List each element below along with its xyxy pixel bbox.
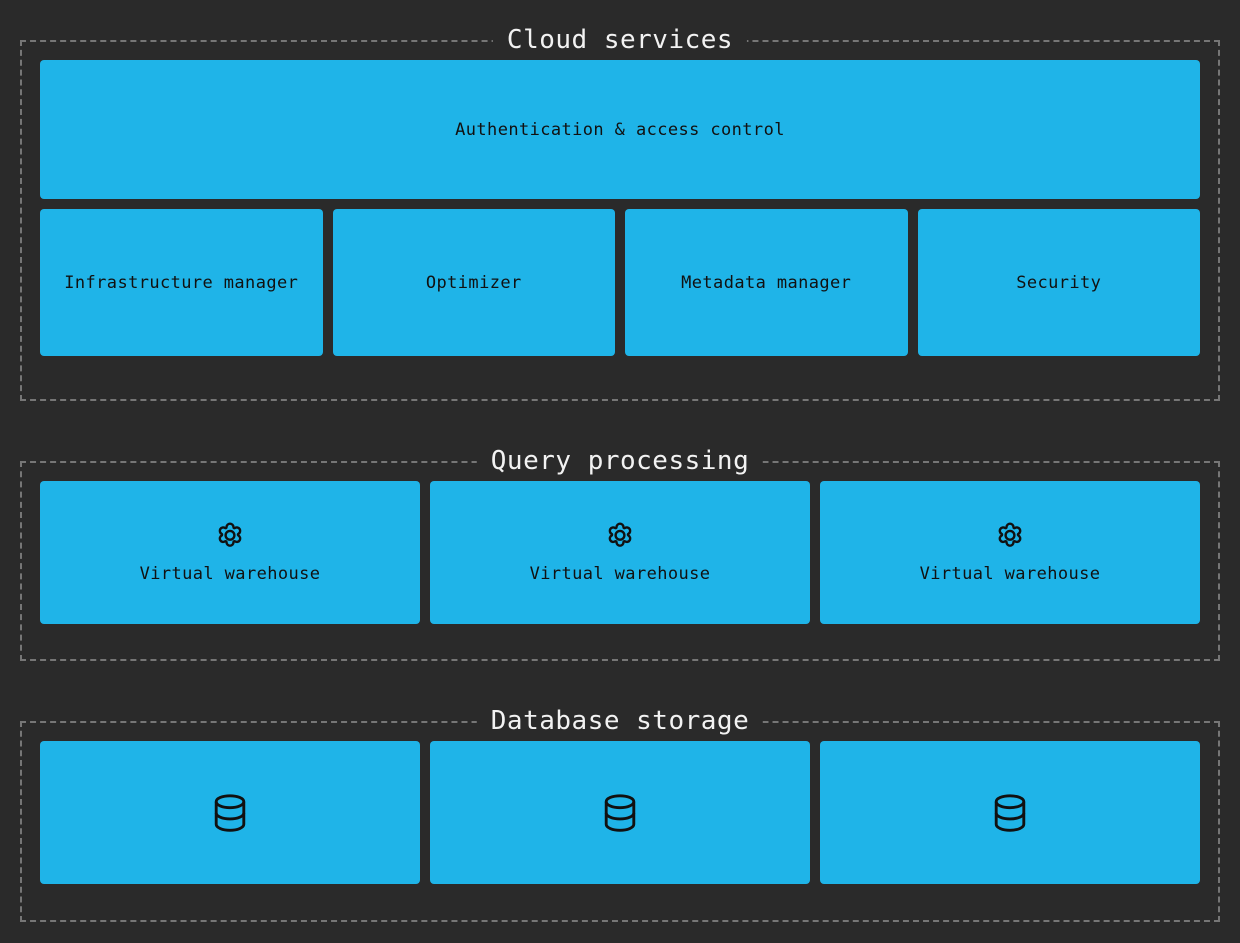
gear-icon bbox=[213, 520, 247, 554]
node-label-virtual-warehouse-1: Virtual warehouse bbox=[139, 564, 321, 584]
node-database-storage-3[interactable] bbox=[820, 741, 1200, 884]
group-body-database-storage bbox=[22, 723, 1218, 920]
node-optimizer[interactable]: Optimizer bbox=[332, 209, 615, 356]
node-label-infrastructure-manager: Infrastructure manager bbox=[64, 272, 299, 293]
group-body-query-processing: Virtual warehouse Virtual warehouse bbox=[22, 463, 1218, 659]
node-label-metadata-manager: Metadata manager bbox=[681, 272, 852, 293]
node-database-storage-1[interactable] bbox=[40, 741, 420, 884]
group-query-processing: Query processing Virtual warehouse bbox=[20, 446, 1220, 661]
database-storage-row bbox=[40, 741, 1200, 884]
node-label-security: Security bbox=[1016, 272, 1102, 293]
node-security[interactable]: Security bbox=[917, 209, 1200, 356]
group-title-query-processing: Query processing bbox=[476, 446, 764, 476]
group-body-cloud-services: Authentication & access control Infrastr… bbox=[22, 42, 1218, 399]
gear-icon bbox=[993, 520, 1027, 554]
database-icon bbox=[597, 790, 643, 836]
node-virtual-warehouse-1[interactable]: Virtual warehouse bbox=[40, 481, 420, 624]
group-title-database-storage: Database storage bbox=[476, 706, 764, 736]
database-icon bbox=[987, 790, 1033, 836]
gear-icon bbox=[603, 520, 637, 554]
node-label-authentication-access-control: Authentication & access control bbox=[455, 119, 785, 140]
node-label-virtual-warehouse-2: Virtual warehouse bbox=[529, 564, 711, 584]
node-label-virtual-warehouse-3: Virtual warehouse bbox=[919, 564, 1101, 584]
group-cloud-services: Cloud services Authentication & access c… bbox=[20, 25, 1220, 401]
group-title-cloud-services: Cloud services bbox=[492, 25, 748, 55]
database-icon bbox=[207, 790, 253, 836]
node-label-optimizer: Optimizer bbox=[425, 272, 522, 293]
node-infrastructure-manager[interactable]: Infrastructure manager bbox=[40, 209, 323, 356]
node-virtual-warehouse-3[interactable]: Virtual warehouse bbox=[820, 481, 1200, 624]
query-processing-row: Virtual warehouse Virtual warehouse bbox=[40, 481, 1200, 624]
cloud-services-row-top: Authentication & access control bbox=[40, 60, 1200, 199]
node-metadata-manager[interactable]: Metadata manager bbox=[625, 209, 908, 356]
node-authentication-access-control[interactable]: Authentication & access control bbox=[40, 60, 1200, 199]
cloud-services-row-bottom: Infrastructure manager Optimizer Metadat… bbox=[40, 209, 1200, 356]
node-virtual-warehouse-2[interactable]: Virtual warehouse bbox=[430, 481, 810, 624]
group-database-storage: Database storage bbox=[20, 706, 1220, 922]
node-database-storage-2[interactable] bbox=[430, 741, 810, 884]
